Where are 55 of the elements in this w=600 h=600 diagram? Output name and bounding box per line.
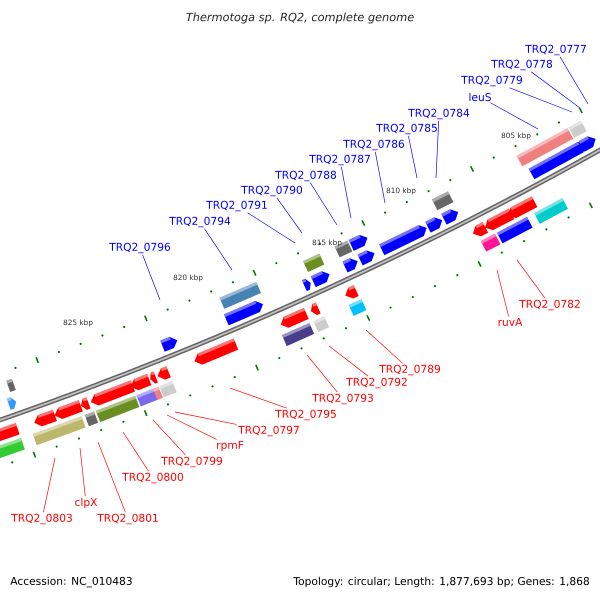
leader-line xyxy=(496,270,509,317)
leader-line xyxy=(366,330,403,364)
leader-line xyxy=(174,412,237,425)
gene-label: TRQ2_0788 xyxy=(275,170,336,182)
gene-label: TRQ2_0792 xyxy=(346,378,407,388)
gene-label: TRQ2_0795 xyxy=(275,410,336,420)
leader-line xyxy=(310,182,338,226)
leader-line xyxy=(530,71,580,108)
leader-line xyxy=(142,254,160,300)
gene-label: TRQ2_0797 xyxy=(238,426,299,436)
gene-label: TRQ2_0790 xyxy=(241,186,302,196)
leader-line xyxy=(122,432,149,472)
leader-line xyxy=(80,448,86,497)
gene-label: clpX xyxy=(75,498,98,508)
leader-line xyxy=(509,87,572,112)
gene-label: TRQ2_0785 xyxy=(376,124,437,134)
leader-line xyxy=(560,56,588,104)
gene-label: TRQ2_0778 xyxy=(491,60,552,70)
leader-line xyxy=(328,346,368,377)
footer-text: Topology: circular; Length: 1,877,693 bp; Genes: 1,868 xyxy=(293,576,590,588)
gene-label: TRQ2_0777 xyxy=(525,44,586,56)
gene-label: TRQ2_0793 xyxy=(312,394,373,404)
leader-line xyxy=(230,388,288,409)
gene-label: TRQ2_0800 xyxy=(122,472,184,484)
leader-line xyxy=(490,102,538,130)
gene-label: TRQ2_0787 xyxy=(309,154,370,166)
footer-text: Accession: NC_010483 xyxy=(10,576,132,588)
leader-line xyxy=(340,166,352,218)
gene-label: TRQ2_0791 xyxy=(206,200,267,212)
leader-line xyxy=(247,212,296,244)
gene-label: rpmF xyxy=(217,441,244,451)
gene-label: TRQ2_0796 xyxy=(109,242,170,254)
gene-label: TRQ2_0784 xyxy=(408,108,470,120)
leader-line xyxy=(516,260,546,299)
gene-label: leuS xyxy=(469,92,491,102)
gene-label: TRQ2_0799 xyxy=(161,456,222,468)
gene-label: TRQ2_0779 xyxy=(461,76,522,86)
leader-line xyxy=(204,228,232,270)
gene-label: TRQ2_0801 xyxy=(97,514,158,524)
leader-line xyxy=(166,414,217,440)
gene-label: TRQ2_0794 xyxy=(169,216,230,228)
leader-line xyxy=(374,151,386,204)
leader-line xyxy=(43,458,56,513)
gene-label: TRQ2_0782 xyxy=(519,300,580,310)
leader-line xyxy=(306,354,338,393)
leader-line xyxy=(408,135,418,178)
gene-label: TRQ2_0803 xyxy=(11,514,72,524)
gene-label: ruvA xyxy=(498,318,522,326)
title: Thermotoga sp. RQ2, complete genome xyxy=(186,12,414,24)
leader-line xyxy=(436,120,440,178)
leader-line xyxy=(276,197,302,234)
gene-label: TRQ2_0786 xyxy=(343,140,404,150)
gene-label: TRQ2_0789 xyxy=(379,364,440,376)
leader-line xyxy=(152,420,186,456)
leader-line xyxy=(98,442,126,513)
